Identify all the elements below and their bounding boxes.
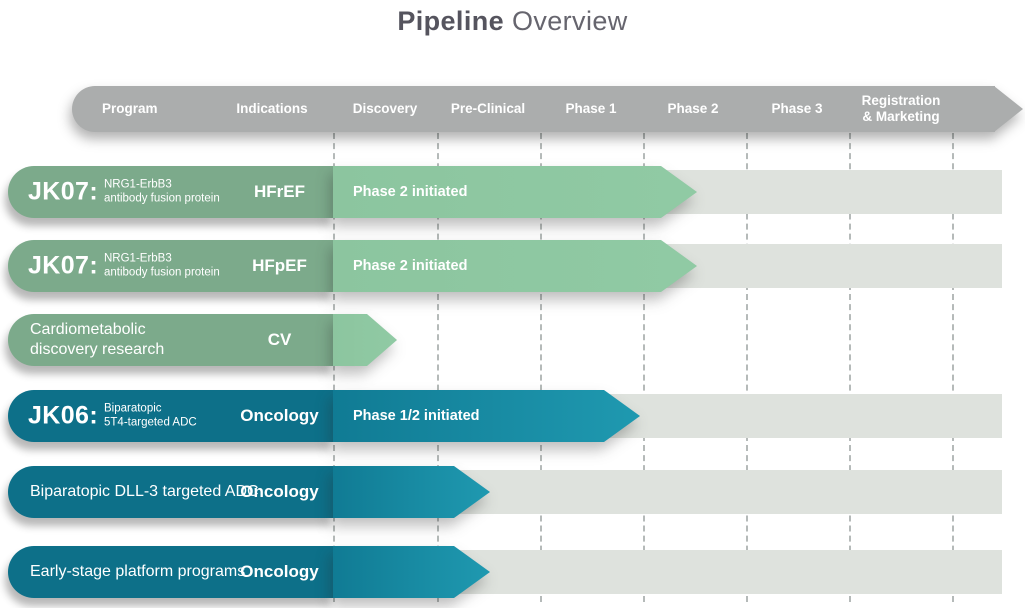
indication-label: Oncology bbox=[240, 482, 319, 501]
indication-label: HFpEF bbox=[252, 256, 307, 275]
header-column-phase-3: Phase 3 bbox=[771, 100, 823, 116]
gridline bbox=[952, 133, 954, 602]
header-column-discovery: Discovery bbox=[352, 100, 418, 116]
progress-arrow bbox=[333, 466, 490, 518]
program-label: JK06: bbox=[28, 401, 99, 430]
progress-arrow: Phase 2 initiated bbox=[333, 166, 697, 218]
program-sub-label: Biparatopic 5T4-targeted ADC bbox=[104, 402, 197, 429]
header-column-registration-marketing: Registration & Marketing bbox=[861, 92, 941, 124]
status-label: Phase 2 initiated bbox=[353, 184, 468, 200]
indication-label: Oncology bbox=[240, 562, 319, 581]
header-column-pre-clinical: Pre-Clinical bbox=[450, 100, 526, 116]
program-bar: JK06: Biparatopic 5T4-targeted ADC Oncol… bbox=[8, 390, 333, 442]
program-sub-label: NRG1-ErbB3 antibody fusion protein bbox=[104, 252, 220, 279]
gridline bbox=[849, 133, 851, 602]
program-bar: Cardiometabolic discovery research CV bbox=[8, 314, 333, 366]
gridline bbox=[540, 133, 542, 602]
indication-label: CV bbox=[267, 330, 292, 349]
status-label: Phase 1/2 initiated bbox=[353, 408, 480, 424]
header-arrow-body bbox=[72, 86, 995, 132]
progress-arrow-shape bbox=[333, 240, 697, 292]
progress-arrow bbox=[333, 546, 490, 598]
table-row: Early-stage platform programs Oncology bbox=[0, 546, 1025, 598]
page-title-bold: Pipeline bbox=[397, 6, 505, 36]
progress-arrow: Phase 2 initiated bbox=[333, 240, 697, 292]
status-label: Phase 2 initiated bbox=[353, 258, 468, 274]
program-label: Cardiometabolic discovery research bbox=[30, 321, 165, 358]
header-column-phase-2: Phase 2 bbox=[667, 100, 719, 116]
gridline bbox=[437, 133, 439, 602]
gridline bbox=[333, 133, 335, 602]
header-arrow-tip-icon bbox=[994, 86, 1023, 132]
progress-arrow-shape bbox=[333, 466, 490, 518]
header-column-program: Program bbox=[102, 100, 158, 116]
progress-arrow-shape bbox=[333, 390, 640, 442]
progress-arrow-shape bbox=[333, 314, 397, 366]
program-bar: Biparatopic DLL-3 targeted ADC Oncology bbox=[8, 466, 333, 518]
table-row: JK07: NRG1-ErbB3 antibody fusion protein… bbox=[0, 166, 1025, 218]
gridline bbox=[746, 133, 748, 602]
progress-arrow-shape bbox=[333, 166, 697, 218]
table-row: Biparatopic DLL-3 targeted ADC Oncology bbox=[0, 466, 1025, 518]
program-bar: JK07: NRG1-ErbB3 antibody fusion protein… bbox=[8, 166, 333, 218]
program-bar: Early-stage platform programs Oncology bbox=[8, 546, 333, 598]
program-label: JK07: bbox=[28, 251, 99, 280]
header-column-phase-1: Phase 1 bbox=[565, 100, 617, 116]
program-bar: JK07: NRG1-ErbB3 antibody fusion protein… bbox=[8, 240, 333, 292]
indication-label: HFrEF bbox=[254, 182, 305, 201]
header-arrow: Program Indications Discovery Pre-Clinic… bbox=[72, 86, 1023, 132]
progress-arrow bbox=[333, 314, 397, 366]
table-row: JK07: NRG1-ErbB3 antibody fusion protein… bbox=[0, 240, 1025, 292]
indication-label: Oncology bbox=[240, 406, 319, 425]
program-sub-label: NRG1-ErbB3 antibody fusion protein bbox=[104, 178, 220, 205]
progress-arrow-shape bbox=[333, 546, 490, 598]
gridline bbox=[643, 133, 645, 602]
table-row: JK06: Biparatopic 5T4-targeted ADC Oncol… bbox=[0, 390, 1025, 442]
program-label: Early-stage platform programs bbox=[30, 563, 246, 580]
page-title-light: Overview bbox=[511, 6, 628, 36]
program-label: Biparatopic DLL-3 targeted ADC bbox=[30, 483, 259, 500]
progress-arrow: Phase 1/2 initiated bbox=[333, 390, 640, 442]
program-label: JK07: bbox=[28, 177, 99, 206]
header-column-indications: Indications bbox=[236, 100, 308, 116]
table-row: Cardiometabolic discovery research CV bbox=[0, 314, 1025, 366]
page-title: Pipeline Overview bbox=[0, 6, 1025, 37]
